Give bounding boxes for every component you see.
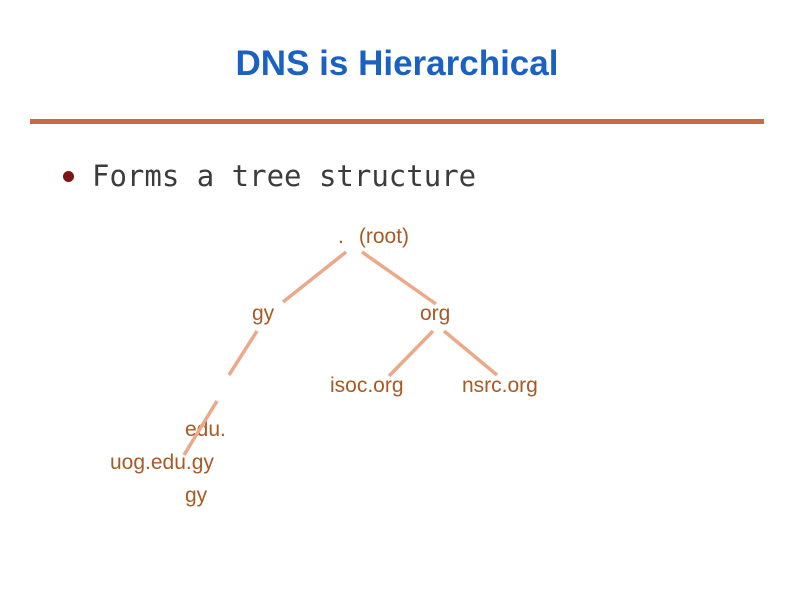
edge-org-nsrc — [442, 329, 499, 377]
tree-node-uog-edu-gy: uog.edu.gy — [110, 451, 214, 474]
edge-root-org — [360, 250, 438, 306]
edge-root-gy — [281, 250, 348, 304]
tree-node-nsrc-org: nsrc.org — [462, 374, 538, 397]
slide-title: DNS is Hierarchical — [235, 44, 559, 83]
title-divider — [30, 119, 764, 124]
root-dot: . — [338, 225, 344, 248]
bullet-text: Forms a tree structure — [92, 159, 477, 193]
edge-org-isoc — [387, 329, 435, 378]
tree-node-gy: gy — [252, 302, 275, 325]
edge-gy-edugy — [227, 330, 259, 376]
tree-node-isoc-org: isoc.org — [330, 374, 404, 397]
tree-node-root: . (root) — [338, 226, 409, 248]
bullet-icon — [63, 171, 74, 182]
tree-node-edu-gy-line2: gy — [185, 484, 208, 507]
tree-node-edu-gy-line1: edu. — [185, 418, 226, 441]
tree-node-org: org — [420, 302, 451, 325]
root-label: (root) — [358, 225, 410, 248]
